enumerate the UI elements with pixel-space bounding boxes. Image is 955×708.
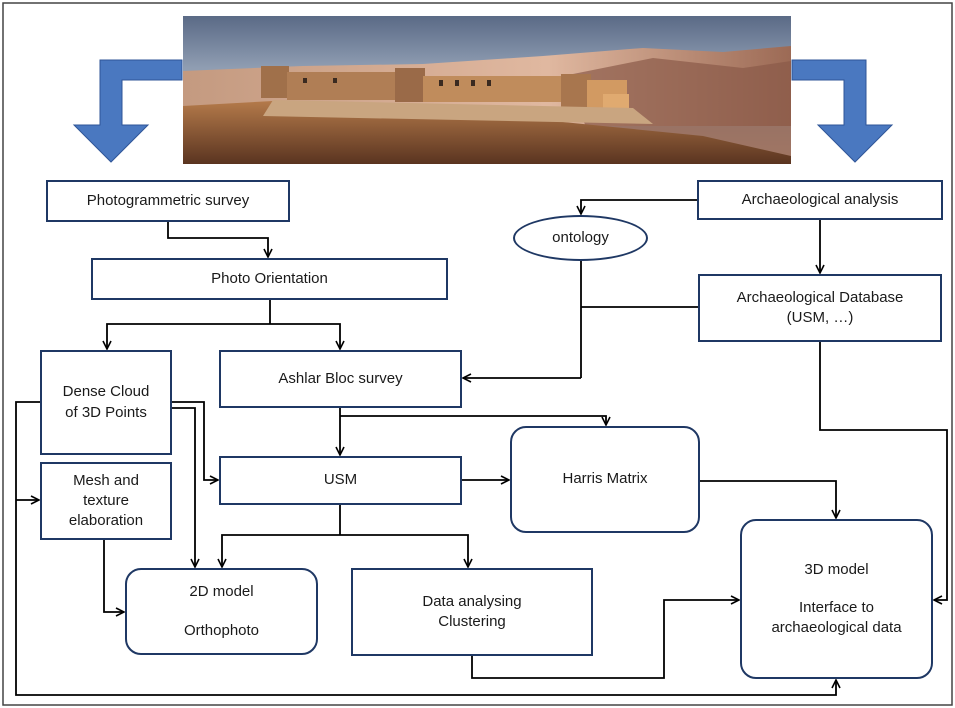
photo-orientation-box: Photo Orientation <box>91 258 448 300</box>
connector-mesh-to-2d <box>103 540 124 612</box>
castle-landscape-photo <box>183 16 791 164</box>
connector-ashlar-to-harris <box>340 415 606 425</box>
connector-harris-to-3d <box>700 480 836 518</box>
model-2d-line1: 2D model <box>189 583 254 601</box>
connector-dense-to-2d <box>172 407 195 567</box>
photogrammetric-survey-label: Photogrammetric survey <box>86 191 250 209</box>
data-analysing-line1: Data analysing <box>422 592 522 610</box>
model-3d-line1: 3D model <box>804 560 869 578</box>
mesh-line2: texture <box>83 491 129 509</box>
archaeological-analysis-label: Archaeological analysis <box>741 190 899 208</box>
archaeological-database-line1: Archaeological Database <box>736 288 904 306</box>
mesh-line1: Mesh and <box>73 471 139 489</box>
ashlar-bloc-survey-label: Ashlar Bloc survey <box>278 369 403 387</box>
dense-cloud-line1: Dense Cloud <box>62 383 150 401</box>
ontology-label: ontology <box>552 228 609 246</box>
model-2d-line2: Orthophoto <box>183 621 260 639</box>
harris-matrix-box: Harris Matrix <box>510 426 700 533</box>
photogrammetric-survey-box: Photogrammetric survey <box>46 180 290 222</box>
dense-cloud-line2: of 3D Points <box>65 403 147 421</box>
connector-orientation-to-dense-cloud <box>107 323 270 349</box>
connector-usm-to-2d <box>222 534 340 567</box>
archaeological-database-box: Archaeological Database (USM, …) <box>698 274 942 342</box>
data-analysing-box: Data analysing Clustering <box>351 568 593 656</box>
connector-photogrammetric-to-orientation <box>167 222 268 257</box>
photo-drawing <box>183 16 791 164</box>
big-arrow-left <box>72 59 183 163</box>
ontology-ellipse: ontology <box>513 215 648 261</box>
connector-usm-to-data <box>340 534 468 567</box>
harris-matrix-label: Harris Matrix <box>562 470 648 488</box>
archaeological-database-line2: (USM, …) <box>786 309 854 326</box>
connector-analysis-to-ontology <box>581 199 697 214</box>
mesh-texture-box: Mesh and texture elaboration <box>40 462 172 540</box>
model-3d-box: 3D model Interface to archaeological dat… <box>740 519 933 679</box>
archaeological-analysis-box: Archaeological analysis <box>697 180 943 220</box>
usm-box: USM <box>219 456 462 505</box>
mesh-line3: elaboration <box>68 512 144 530</box>
model-2d-box: 2D model Orthophoto <box>125 568 318 655</box>
connector-orientation-to-ashlar <box>270 323 340 349</box>
model-3d-line2: Interface to <box>798 598 875 616</box>
photo-orientation-label: Photo Orientation <box>211 269 328 287</box>
connector-dense-to-usm <box>172 401 218 480</box>
dense-cloud-box: Dense Cloud of 3D Points <box>40 350 172 455</box>
model-3d-line3: archaeological data <box>771 619 902 637</box>
ashlar-bloc-survey-box: Ashlar Bloc survey <box>219 350 462 408</box>
data-analysing-line2: Clustering <box>438 613 506 630</box>
big-arrow-right <box>791 59 894 163</box>
usm-label: USM <box>323 471 358 489</box>
